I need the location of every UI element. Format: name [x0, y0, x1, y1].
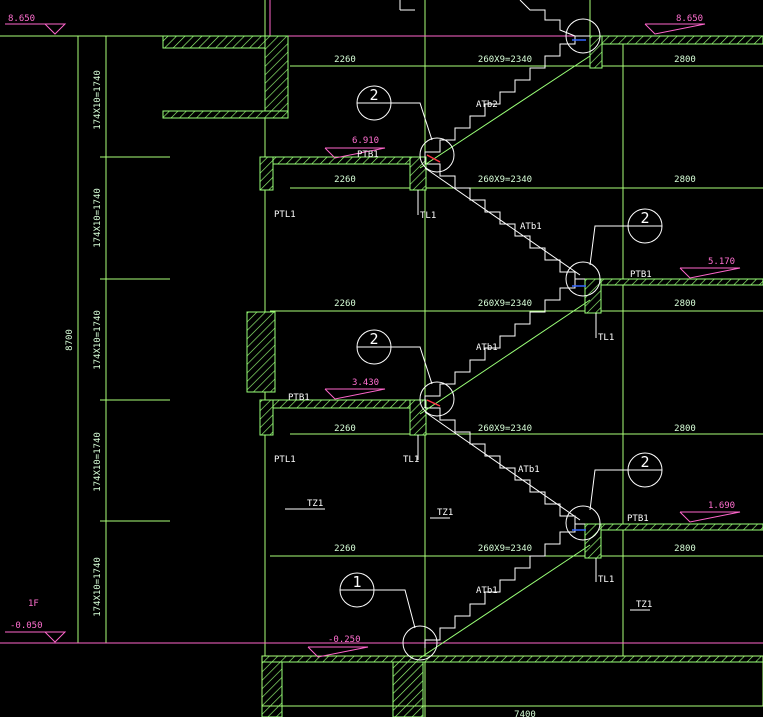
detail-mark-2a: 2: [369, 86, 378, 104]
dim-landing-4: 2260: [334, 424, 356, 434]
dim-flight-2: 260X9=2340: [478, 175, 532, 185]
elevation-labels: 8.650 8.650 6.910 5.170 3.430 1.690 1F -…: [8, 14, 735, 645]
dim-right-1: 2800: [674, 55, 696, 65]
label-ptl1-a: PTL1: [274, 210, 296, 220]
dim-flight-1: 260X9=2340: [478, 55, 532, 65]
dim-bottom-partial: 7400: [514, 710, 536, 717]
detail-mark-2d: 2: [640, 453, 649, 471]
detail-mark-bubbles: [339, 85, 663, 629]
component-labels: ATb2 ATb1 ATb1 ATb1 ATb1 PTB1 PTB1 PTB1 …: [274, 100, 652, 610]
dim-right-3: 2800: [674, 299, 696, 309]
label-atb1-c: ATb1: [518, 465, 540, 475]
detail-mark-1: 1: [352, 573, 361, 591]
label-tz1-c: TZ1: [636, 600, 652, 610]
dimension-labels: 174X10=1740 174X10=1740 174X10=1740 174X…: [65, 55, 696, 717]
detail-mark-labels: 2 2 2 2 1: [352, 86, 649, 591]
dim-landing-1: 2260: [334, 55, 356, 65]
dim-total-height: 8700: [65, 329, 75, 351]
detail-circles: [402, 18, 601, 661]
stair-flight-1: [424, 523, 585, 648]
label-tl1-b: TL1: [598, 333, 614, 343]
concrete-sections: [162, 35, 763, 717]
label-atb1-d: ATb1: [476, 586, 498, 596]
foundation-outline: [261, 655, 763, 707]
dim-riser-4: 174X10=1740: [93, 432, 103, 492]
dim-riser-1: 174X10=1740: [93, 70, 103, 130]
rebar-marks: [426, 39, 586, 531]
detail-mark-2b: 2: [640, 209, 649, 227]
label-tl1-c: TL1: [403, 455, 419, 465]
stair-flight-2: [425, 407, 576, 524]
label-tl1-d: TL1: [598, 575, 614, 585]
level-lines: [0, 0, 763, 644]
dim-landing-5: 2260: [334, 544, 356, 554]
stair-flight-5: [424, 35, 590, 164]
dim-riser-5: 174X10=1740: [93, 557, 103, 617]
dim-landing-2: 2260: [334, 175, 356, 185]
stair-flight-4: [425, 163, 576, 279]
label-tz1-b: TZ1: [437, 508, 453, 518]
elevation-symbols: [5, 23, 741, 658]
elevation-3430: 3.430: [352, 378, 379, 388]
elevation-top-left: 8.650: [8, 14, 35, 24]
elevation-5170: 5.170: [708, 257, 735, 267]
stair-flight-3: [424, 278, 585, 408]
dim-right-2: 2800: [674, 175, 696, 185]
detail-mark-2c: 2: [369, 330, 378, 348]
dim-flight-5: 260X9=2340: [478, 544, 532, 554]
dim-flight-4: 260X9=2340: [478, 424, 532, 434]
label-tl1-a: TL1: [420, 211, 436, 221]
dim-flight-3: 260X9=2340: [478, 299, 532, 309]
dim-riser-3: 174X10=1740: [93, 310, 103, 370]
elevation-1690: 1.690: [708, 501, 735, 511]
elevation-6910: 6.910: [352, 136, 379, 146]
label-atb1-b: ATb1: [476, 343, 498, 353]
label-ptb1-c: PTB1: [288, 393, 310, 403]
elevation-neg-250: -0.250: [328, 635, 361, 645]
label-tz1-a: TZ1: [307, 499, 323, 509]
column-outlines: [285, 190, 650, 611]
label-atb2: ATb2: [476, 100, 498, 110]
elevation-top-right: 8.650: [676, 14, 703, 24]
dim-riser-2: 174X10=1740: [93, 188, 103, 248]
label-ptb1-a: PTB1: [357, 150, 379, 160]
label-atb1-a: ATb1: [520, 222, 542, 232]
label-ptl1-b: PTL1: [274, 455, 296, 465]
elevation-neg-050: -0.050: [10, 621, 43, 631]
stair-flights: [399, 0, 591, 659]
dim-right-5: 2800: [674, 544, 696, 554]
dim-right-4: 2800: [674, 424, 696, 434]
dim-landing-3: 2260: [334, 299, 356, 309]
label-ptb1-d: PTB1: [627, 514, 649, 524]
label-ptb1-b: PTB1: [630, 270, 652, 280]
floor-label-1f: 1F: [28, 599, 39, 609]
